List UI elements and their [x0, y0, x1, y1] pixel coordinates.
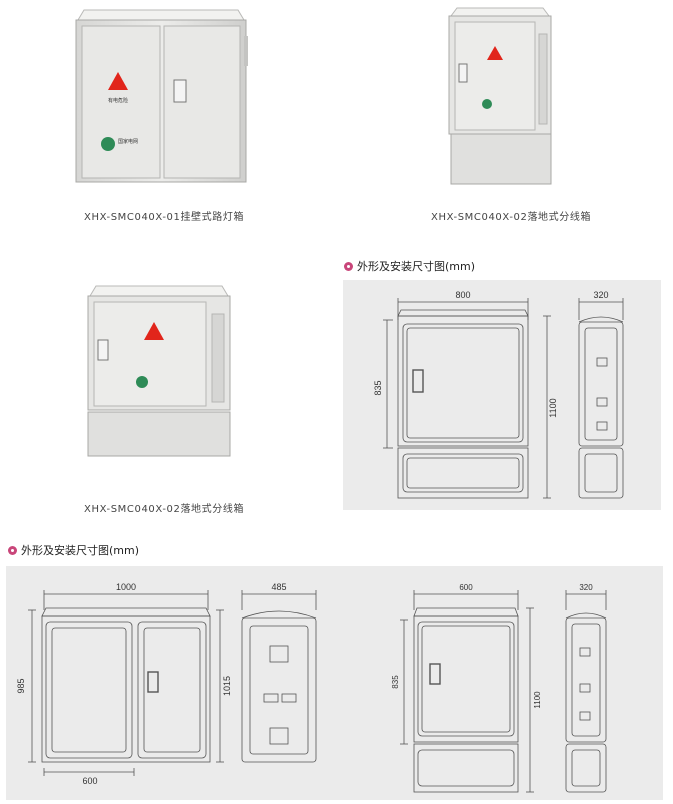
dim-b-height: 1015 — [222, 676, 232, 696]
product-caption-3: XHX-SMC040X-02落地式分线箱 — [84, 504, 245, 515]
dim-c-door-height: 835 — [391, 675, 400, 689]
section-title-2: 外形及安装尺寸图(mm) — [8, 542, 139, 558]
dim-a-depth: 320 — [593, 290, 608, 300]
bullet-icon — [344, 261, 353, 271]
product-caption-2: XHX-SMC040X-02落地式分线箱 — [431, 212, 592, 223]
dimension-drawing-panel: 1000 485 985 1015 600 600 320 835 1100 — [6, 566, 663, 800]
dim-a-width: 800 — [455, 290, 470, 300]
dimension-drawing-a: 800 320 835 1100 — [343, 280, 661, 510]
dim-b-width: 1000 — [116, 582, 136, 592]
dim-a-height: 1100 — [548, 398, 558, 417]
bullet-icon — [8, 545, 17, 555]
dim-a-door-height: 835 — [373, 380, 383, 395]
product-photo-2 — [445, 4, 557, 194]
section-title-1: 外形及安装尺寸图(mm) — [344, 258, 475, 274]
dim-c-height: 1100 — [533, 691, 542, 709]
warning-label: 有电危险 — [108, 97, 128, 104]
dim-c-depth: 320 — [579, 583, 593, 592]
product-caption-1: XHX-SMC040X-01挂壁式路灯箱 — [84, 212, 245, 223]
dim-c-width: 600 — [459, 583, 473, 592]
dim-b-bottom-width: 600 — [82, 776, 97, 786]
dim-b-depth: 485 — [271, 582, 286, 592]
product-photo-3 — [84, 284, 234, 464]
product-photo-1: 有电危险 国家电网 — [68, 6, 254, 196]
dim-b-left-height: 985 — [16, 678, 26, 693]
logo-label: 国家电网 — [118, 138, 138, 145]
